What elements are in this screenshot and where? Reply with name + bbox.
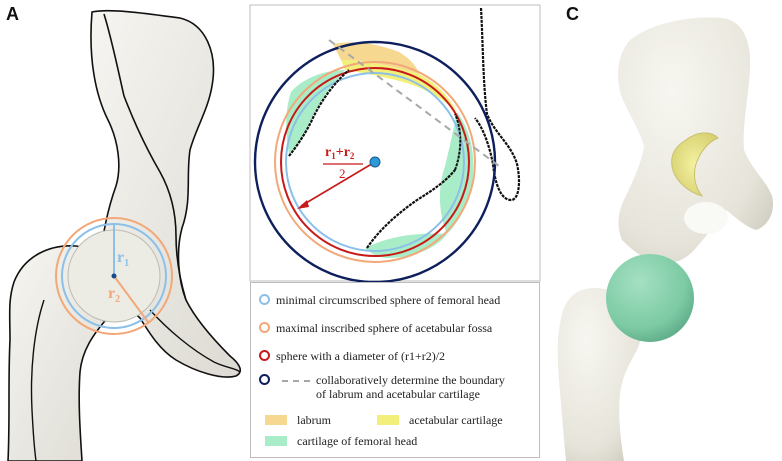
- obturator-foramen: [684, 202, 728, 234]
- legend-label-inscribed: maximal inscribed sphere of acetabular f…: [276, 321, 493, 335]
- femoral-neck-outline: [366, 169, 456, 249]
- acetabular-cup-model: [671, 132, 719, 197]
- legend-acetabular-swatch: [377, 415, 399, 425]
- center-point-a: [111, 273, 117, 279]
- fraction-numerator: r1+r2: [325, 145, 355, 161]
- femoral-head-outline: [288, 69, 350, 157]
- legend-navy-circle-icon: [259, 374, 270, 385]
- legend-label-mean-sphere: sphere with a diameter of (r1+r2)/2: [276, 349, 446, 363]
- legend-item-mean-sphere: sphere with a diameter of (r1+r2)/2: [259, 349, 445, 364]
- legend-orange-circle-icon: [259, 322, 270, 333]
- legend-label-acetabular-cartilage: acetabular cartilage: [409, 413, 503, 427]
- fraction-denominator: 2: [339, 166, 346, 181]
- legend-item-labrum: labrum: [265, 413, 331, 428]
- inscribed-sphere-a: [55, 217, 173, 335]
- label-r2: r2: [108, 285, 120, 305]
- panel-b-diagram: r1+r2 2: [249, 4, 541, 282]
- label-r1: r1: [117, 249, 129, 269]
- panel-a-illustration: r1 r2: [7, 9, 242, 461]
- legend-item-inscribed: maximal inscribed sphere of acetabular f…: [259, 321, 492, 336]
- legend-femoral-swatch: [265, 436, 287, 446]
- inscribed-sphere-b: [274, 61, 476, 263]
- pubic-ramus-edge: [149, 309, 241, 373]
- legend-label-labrum: labrum: [297, 413, 331, 427]
- legend-label-circumscribed: minimal circumscribed sphere of femoral …: [276, 293, 501, 307]
- radius-arrowhead: [297, 200, 309, 209]
- legend-label-femoral-cartilage: cartilage of femoral head: [297, 434, 418, 448]
- legend-item-circumscribed: minimal circumscribed sphere of femoral …: [259, 293, 500, 308]
- radius-arrow-line: [300, 161, 376, 207]
- legend-labrum-swatch: [265, 415, 287, 425]
- femur-model: [557, 288, 642, 461]
- acetabulum-outline: [474, 7, 521, 202]
- radius-r2-line: [113, 275, 149, 323]
- legend-box: minimal circumscribed sphere of femoral …: [250, 282, 540, 458]
- circumscribed-sphere-b: [285, 72, 465, 252]
- center-point-b: [369, 156, 381, 168]
- femoral-head-sphere: [606, 254, 694, 342]
- femoral-cartilage-left: [286, 70, 345, 154]
- femoral-lower-outline: [454, 113, 462, 171]
- legend-red-circle-icon: [259, 350, 270, 361]
- mean-diameter-sphere: [280, 67, 470, 257]
- legend-dashed-line-icon: [282, 380, 310, 382]
- legend-label-boundary-line1: collaboratively determine the boundary: [316, 373, 505, 387]
- panel-label-c: C: [566, 4, 579, 24]
- legend-label-boundary: collaboratively determine the boundary o…: [316, 373, 505, 401]
- labrum-region: [333, 42, 419, 74]
- legend-item-femoral-cartilage: cartilage of femoral head: [265, 434, 417, 449]
- legend-label-boundary-line2: of labrum and acetabular cartilage: [316, 387, 480, 401]
- panel-c-3d-model: [557, 17, 774, 461]
- legend-item-boundary: collaboratively determine the boundary o…: [259, 373, 505, 401]
- pelvis-edge-line: [103, 13, 187, 301]
- legend-blue-circle-icon: [259, 294, 270, 305]
- panel-label-a: A: [6, 4, 19, 24]
- femur-shaft-edge: [30, 299, 45, 461]
- legend-item-acetabular-cartilage: acetabular cartilage: [377, 413, 503, 428]
